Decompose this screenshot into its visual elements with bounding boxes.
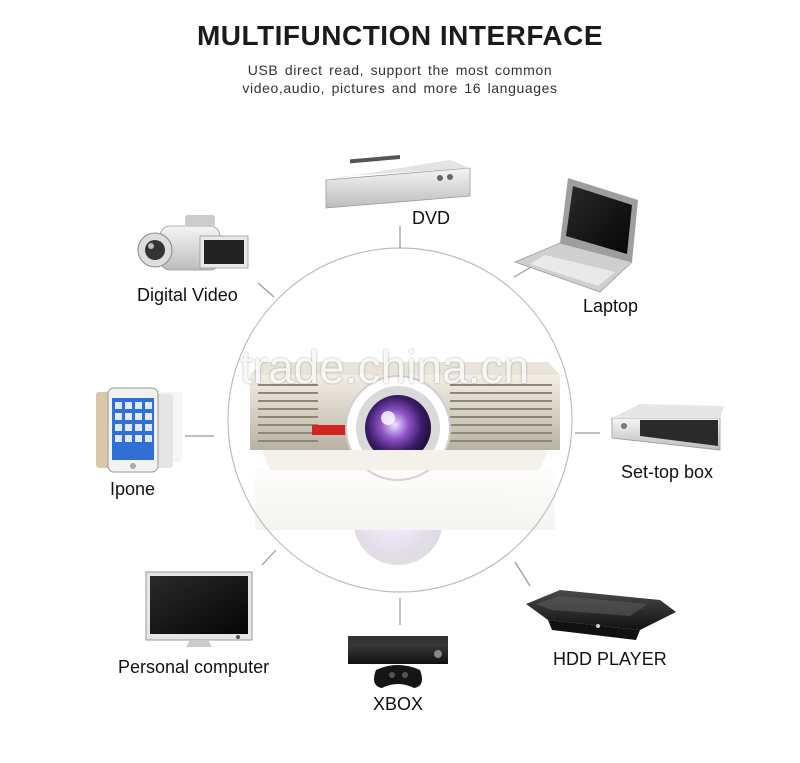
hdd-player-icon <box>526 590 676 640</box>
dvd-player-icon <box>325 155 471 209</box>
monitor-icon <box>145 571 253 647</box>
camcorder-icon <box>137 215 249 271</box>
watermark-text: trade.china.cn <box>240 341 529 393</box>
label-personal-computer: Personal computer <box>118 657 270 677</box>
label-laptop: Laptop <box>583 296 639 316</box>
label-settop-box: Set-top box <box>621 462 714 482</box>
connector-lines <box>185 226 600 625</box>
xbox-console-icon <box>348 636 448 688</box>
laptop-icon <box>513 178 638 293</box>
label-xbox: XBOX <box>373 694 424 714</box>
label-iphone: Ipone <box>110 479 156 499</box>
settop-box-icon <box>611 404 724 451</box>
label-dvd: DVD <box>412 208 451 228</box>
subtitle-line-2: video,audio, pictures and more 16 langua… <box>242 80 558 96</box>
smartphone-icon <box>96 387 182 473</box>
label-hdd-player: HDD PLAYER <box>553 649 667 669</box>
label-digital-video: Digital Video <box>137 285 238 305</box>
projector-icon <box>250 362 560 565</box>
subtitle-line-1: USB direct read, support the most common <box>247 62 553 78</box>
page-title: MULTIFUNCTION INTERFACE <box>196 20 604 51</box>
